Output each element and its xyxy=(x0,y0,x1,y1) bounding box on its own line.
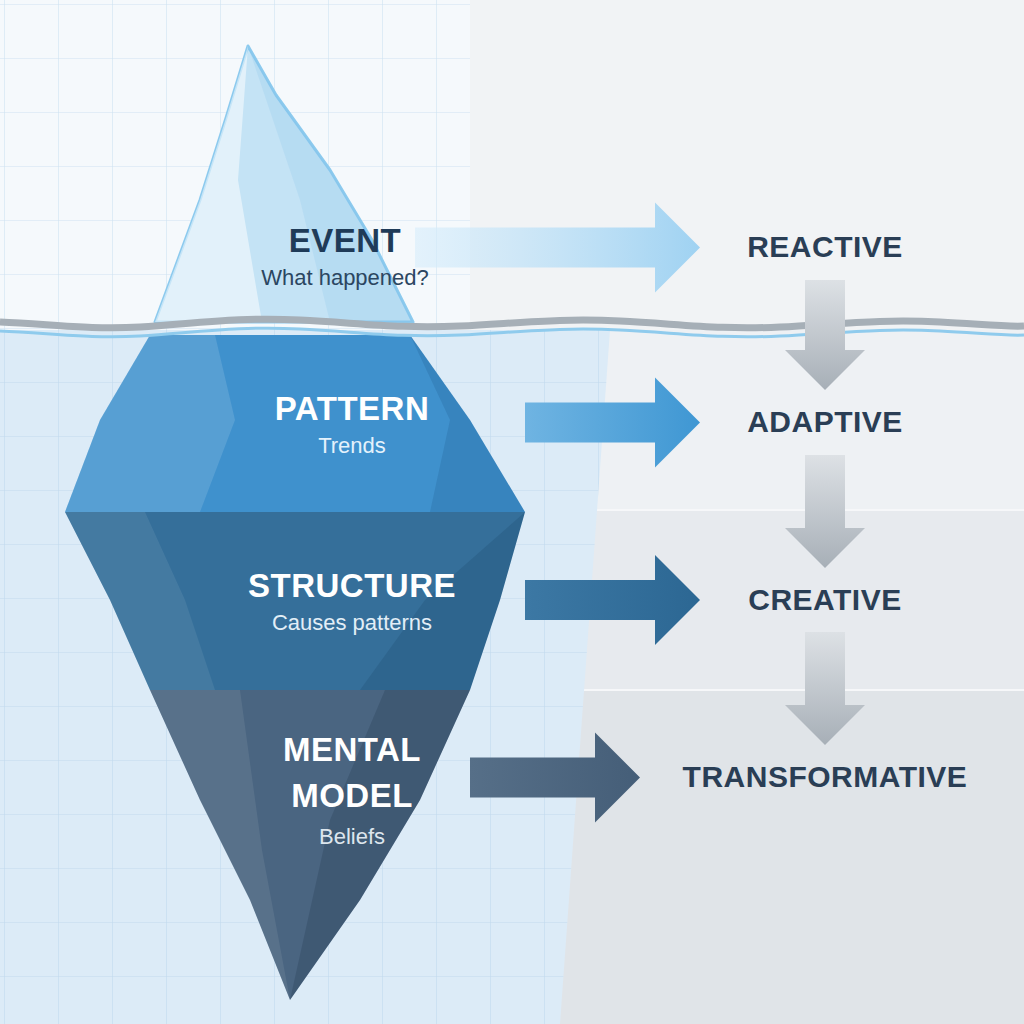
right-panel xyxy=(470,0,1024,330)
text-group: ADAPTIVE xyxy=(700,390,950,455)
level-arrow xyxy=(525,555,700,645)
response-label: CREATIVE xyxy=(748,583,901,618)
level-title: STRUCTURE xyxy=(222,567,482,605)
iceberg-level: PATTERN Trends xyxy=(65,335,525,512)
level-subtitle: Trends xyxy=(232,432,472,461)
progression-arrow xyxy=(785,632,865,745)
response-box: ADAPTIVE xyxy=(700,390,950,455)
progression-arrow xyxy=(785,280,865,390)
level-subtitle: Beliefs xyxy=(262,823,442,852)
sky-grid xyxy=(0,0,470,330)
level-arrow xyxy=(415,203,700,293)
iceberg-band xyxy=(65,512,525,690)
ice-facet xyxy=(150,690,290,1000)
iceberg-level: EVENTWhat happened? xyxy=(150,45,415,323)
iceberg-band xyxy=(65,335,525,512)
level-subtitle: What happened? xyxy=(225,264,465,293)
iceberg-level: MENTAL MODEL Beliefs xyxy=(150,690,470,1002)
response-label: ADAPTIVE xyxy=(747,405,903,440)
level-subtitle: Causes patterns xyxy=(222,609,482,638)
connector-group xyxy=(415,203,865,823)
level-arrow xyxy=(525,378,700,468)
iceberg-level: STRUCTURE Causes patterns xyxy=(65,512,525,690)
water-line xyxy=(0,319,1024,337)
water-line-grey xyxy=(0,319,1024,328)
response-label: TRANSFORMATIVE xyxy=(683,760,968,795)
level-title: PATTERN xyxy=(232,390,472,428)
response-box: CREATIVE xyxy=(700,568,950,632)
text-group: TRANSFORMATIVE xyxy=(640,745,1010,810)
progression-arrow xyxy=(785,455,865,568)
water-panel xyxy=(0,330,610,1024)
text-group: CREATIVE xyxy=(700,568,950,632)
level-arrow xyxy=(470,733,640,823)
text-group: REACTIVE xyxy=(700,215,950,280)
level-title: EVENT xyxy=(225,222,465,260)
response-box: REACTIVE xyxy=(700,215,950,280)
sky-panel xyxy=(0,0,470,330)
ice-facet xyxy=(65,335,235,512)
text-group: STRUCTURE Causes patterns xyxy=(222,567,482,638)
text-group: PATTERN Trends xyxy=(232,390,472,461)
ice-facet xyxy=(65,512,215,690)
iceberg-band xyxy=(150,690,470,1000)
water-grid xyxy=(0,330,610,1024)
level-title: MENTAL MODEL xyxy=(262,727,442,819)
ice-facet xyxy=(155,46,262,322)
text-group: EVENT What happened? xyxy=(225,222,465,293)
text-group: MENTAL MODEL Beliefs xyxy=(262,727,442,852)
response-label: REACTIVE xyxy=(747,230,903,265)
response-box: TRANSFORMATIVE xyxy=(640,745,1010,810)
water-line-blue xyxy=(0,328,1024,337)
